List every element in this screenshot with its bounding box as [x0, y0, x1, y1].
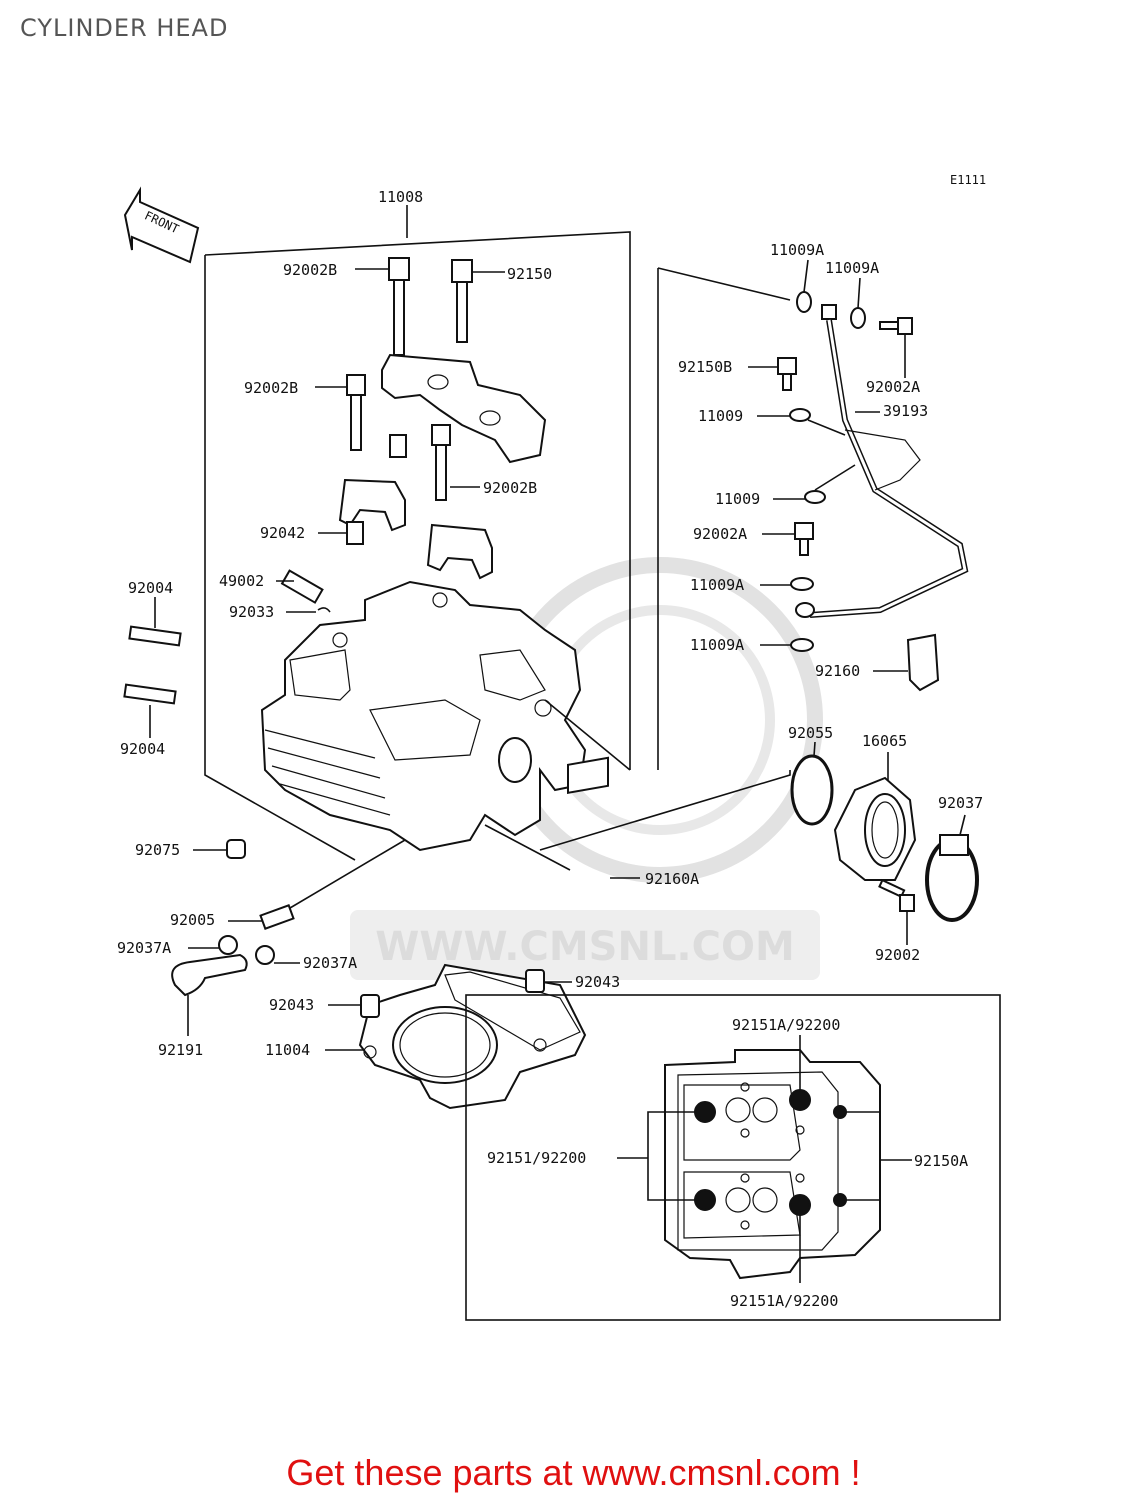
diagram-code: E1111: [950, 173, 986, 187]
label-92002B-top: 92002B: [283, 261, 337, 279]
label-92002: 92002: [875, 946, 920, 964]
washer-11009-upper: [757, 408, 846, 436]
label-92037A-right: 92037A: [303, 954, 357, 972]
plug-92075: [193, 839, 246, 859]
insulator-92160A: [567, 756, 640, 879]
top-view-leaders: [617, 1035, 912, 1283]
holder-16065: [833, 752, 917, 881]
leader-92160A: [484, 824, 571, 871]
camshaft-cap-right: [426, 523, 493, 580]
watermark-text: WWW.CMSNL.COM: [375, 924, 795, 970]
top-view-inset-frame: [465, 994, 1001, 1321]
bolt-92002B-top: [355, 257, 410, 356]
washer-11009A-top-left: [796, 259, 812, 313]
pin-49002: [276, 569, 324, 604]
clamp-92037A-right: [255, 945, 300, 965]
label-11009A-bottom: 11009A: [690, 636, 744, 654]
washer-11009-lower: [773, 464, 856, 504]
label-11009A-top-right: 11009A: [825, 259, 879, 277]
cap-92160: [873, 633, 940, 692]
fitting-92005: [228, 839, 406, 930]
label-92002A-lower: 92002A: [693, 525, 747, 543]
hose-92191: [171, 953, 248, 1036]
label-11009-lower: 11009: [715, 490, 760, 508]
clip-92033: [286, 607, 331, 613]
oring-92055: [790, 741, 834, 826]
page-title: CYLINDER HEAD: [20, 14, 229, 42]
label-92151A-92200-bottom: 92151A/92200: [730, 1292, 838, 1310]
bolt-92002B-mid: [315, 374, 366, 451]
label-92033: 92033: [229, 603, 274, 621]
label-11009-upper: 11009: [698, 407, 743, 425]
label-92160A: 92160A: [645, 870, 699, 888]
label-92150: 92150: [507, 265, 552, 283]
label-16065: 16065: [862, 732, 907, 750]
label-39193: 39193: [883, 402, 928, 420]
stud-92004-lower: [123, 683, 177, 738]
gasket-11004: [325, 963, 587, 1110]
cylinder-head-assembly-frame: [204, 205, 631, 861]
bolt-92002B-lower: [431, 424, 480, 501]
label-92002B-mid: 92002B: [244, 379, 298, 397]
exploded-parts-diagram: WWW.CMSNL.COM FRONT E1111: [117, 173, 1001, 1321]
washer-11009A-bottom: [760, 638, 814, 652]
front-arrow-icon: FRONT: [123, 186, 200, 264]
bolt-92002A-top: [879, 317, 913, 378]
label-92150A: 92150A: [914, 1152, 968, 1170]
dowel-92043-left: [328, 994, 380, 1018]
camshaft-cap-upper: [381, 353, 547, 464]
label-11004: 11004: [265, 1041, 310, 1059]
label-92004-lower: 92004: [120, 740, 165, 758]
label-92037: 92037: [938, 794, 983, 812]
label-92005: 92005: [170, 911, 215, 929]
dowel-92042: [318, 521, 364, 545]
label-92151-92200: 92151/92200: [487, 1149, 586, 1167]
camshaft-cap-left: [338, 478, 406, 532]
stud-92004-upper: [128, 597, 182, 647]
label-92191: 92191: [158, 1041, 203, 1059]
label-92043-left: 92043: [269, 996, 314, 1014]
dowel-pin-upper: [389, 434, 407, 458]
oil-pipe-39193: [795, 304, 969, 618]
label-49002: 49002: [219, 572, 264, 590]
label-92160: 92160: [815, 662, 860, 680]
leader-head-intake: [544, 699, 631, 771]
label-92075: 92075: [135, 841, 180, 859]
oil-pipe-frame-top: [657, 267, 791, 301]
label-92042: 92042: [260, 524, 305, 542]
bolt-92002A-lower: [762, 522, 814, 556]
label-92055: 92055: [788, 724, 833, 742]
bolt-92150B: [748, 357, 797, 391]
bolt-92002: [878, 878, 915, 945]
washer-11009A-mid: [760, 577, 814, 591]
dowel-92043-right: [525, 969, 572, 993]
label-92043-right: 92043: [575, 973, 620, 991]
part-number-labels: 11008 92002B 92150 92002B 92002B 92042 4…: [117, 188, 983, 1310]
label-92151A-92200-top: 92151A/92200: [732, 1016, 840, 1034]
label-92002B-lower: 92002B: [483, 479, 537, 497]
bolt-92150: [451, 259, 505, 343]
cylinder-head-top-view: [664, 1049, 881, 1280]
label-92004-upper: 92004: [128, 579, 173, 597]
label-11009A-mid: 11009A: [690, 576, 744, 594]
label-92150B: 92150B: [678, 358, 732, 376]
label-92002A-top: 92002A: [866, 378, 920, 396]
clamp-92037: [925, 814, 979, 922]
cylinder-head-body: [260, 580, 587, 852]
label-11009A-top-left: 11009A: [770, 241, 824, 259]
washer-11009A-top-right: [850, 277, 866, 329]
oil-pipe-frame-bottom: [539, 770, 791, 851]
clamp-92037A-left: [188, 935, 238, 955]
footer-promo-link[interactable]: Get these parts at www.cmsnl.com !: [286, 1452, 861, 1493]
label-92037A-left: 92037A: [117, 939, 171, 957]
label-11008: 11008: [378, 188, 423, 206]
